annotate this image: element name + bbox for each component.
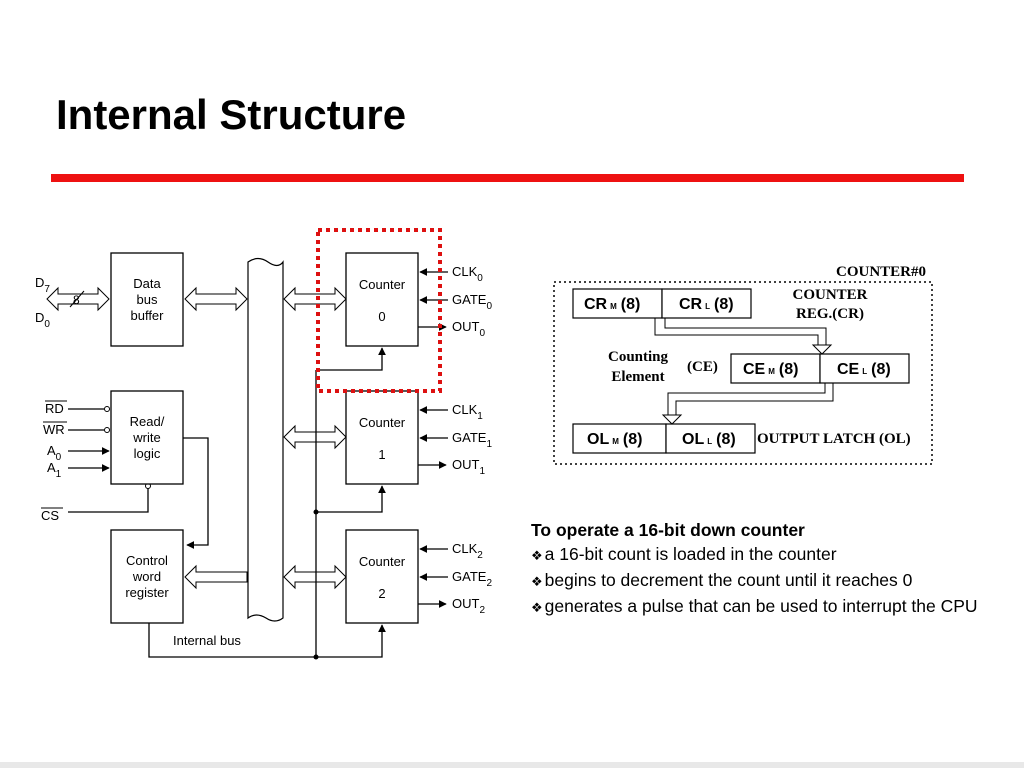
bus-width-slash [69, 290, 85, 308]
counter-reg-label-2: REG.(CR) [796, 306, 864, 322]
counter0-number: 0 [378, 309, 385, 324]
description-bullet: a 16-bit count is loaded in the counter [531, 542, 991, 568]
data-bus-buffer-block [110, 252, 184, 347]
read-write-logic-label-1: Read/ [130, 414, 165, 429]
counter0-label: Counter [359, 277, 406, 292]
c1-out-label: OUT1 [452, 457, 485, 477]
ce-to-ol-path-a [667, 383, 826, 416]
ce-to-ol-path-b [675, 383, 834, 416]
data-bus-buffer-label-2: bus [137, 292, 158, 307]
description-bullet: generates a pulse that can be used to in… [531, 594, 991, 620]
read-write-logic-label-2: write [132, 430, 160, 445]
cr-to-ce-path-a [654, 318, 819, 346]
ce-m-cell [730, 353, 821, 384]
rd-inverter [104, 406, 110, 412]
pin-wr: WR [43, 422, 65, 437]
arrow-bus-c1 [283, 424, 347, 450]
internal-bus-column [247, 257, 284, 622]
cwr-label-2: word [132, 569, 161, 584]
counter0-highlight [316, 228, 442, 393]
c1-gate-label: GATE1 [452, 430, 492, 450]
bus-to-counter0 [316, 347, 386, 371]
title-underline [51, 174, 964, 182]
pin-cs: CS [41, 508, 59, 523]
cwr-label-1: Control [126, 553, 168, 568]
ol-l-cell [665, 423, 756, 454]
counter2-label: Counter [359, 554, 406, 569]
counter2-number: 2 [378, 586, 385, 601]
rw-to-cwr-line [183, 437, 209, 549]
c1-clk-label: CLK1 [452, 402, 483, 422]
pin-d7: D7 [35, 275, 50, 295]
output-latch-label: OUTPUT LATCH (OL) [757, 431, 911, 447]
arrow-bus-cwr [184, 564, 248, 590]
ce-l-cell [819, 353, 910, 384]
description-bullet: begins to decrement the count until it r… [531, 568, 991, 594]
pin-d0: D0 [35, 310, 50, 330]
c0-out-label: OUT0 [452, 319, 485, 339]
arrow-bus-c0 [283, 286, 347, 312]
counter2-block [345, 529, 419, 624]
control-word-register-block [110, 529, 184, 624]
counting-element-label-2: Element [611, 369, 664, 385]
slide-bottom-strip [0, 762, 1024, 768]
counter0-block [345, 252, 419, 347]
read-write-logic-block [110, 390, 184, 485]
bus-to-counter1 [316, 485, 386, 513]
bus-width-label: 8 [73, 293, 80, 307]
cr-to-ce-path-b [664, 318, 827, 346]
cs-line [68, 488, 149, 513]
pin-a1: A1 [47, 460, 62, 480]
operation-description: To operate a 16-bit down counter a 16-bi… [531, 518, 991, 620]
data-bus-buffer-label-1: Data [133, 276, 161, 291]
c2-clk-label: CLK2 [452, 541, 483, 561]
pin-rd: RD [45, 401, 64, 416]
internal-bus-label: Internal bus [173, 633, 241, 648]
read-write-logic-label-3: logic [134, 446, 161, 461]
c2-out-label: OUT2 [452, 596, 485, 616]
cwr-label-3: register [125, 585, 169, 600]
c0-clk-label: CLK0 [452, 264, 483, 284]
data-bus-arrow [46, 286, 110, 312]
counter1-number: 1 [378, 447, 385, 462]
ce-abbr-label: (CE) [687, 359, 718, 375]
counter-reg-label-1: COUNTER [792, 287, 867, 303]
c0-gate-label: GATE0 [452, 292, 492, 312]
arrow-dbb-bus [184, 286, 248, 312]
counting-element-label-1: Counting [608, 349, 669, 365]
cr-l-cell [661, 288, 752, 319]
pin-a0: A0 [47, 443, 62, 463]
counter0-title: COUNTER#0 [836, 264, 926, 280]
bus-to-counter2 [316, 624, 386, 658]
c2-gate-label: GATE2 [452, 569, 492, 589]
counter1-block [345, 390, 419, 485]
data-bus-buffer-label-3: buffer [130, 308, 164, 323]
wr-inverter [104, 427, 110, 433]
title-underline-bar [51, 174, 964, 182]
arrow-bus-c2 [283, 564, 347, 590]
ce-to-ol-head [661, 414, 683, 425]
description-heading: To operate a 16-bit down counter [531, 520, 805, 540]
cr-to-ce-head [811, 344, 833, 355]
slide-title: Internal Structure [56, 91, 407, 138]
counter1-label: Counter [359, 415, 406, 430]
